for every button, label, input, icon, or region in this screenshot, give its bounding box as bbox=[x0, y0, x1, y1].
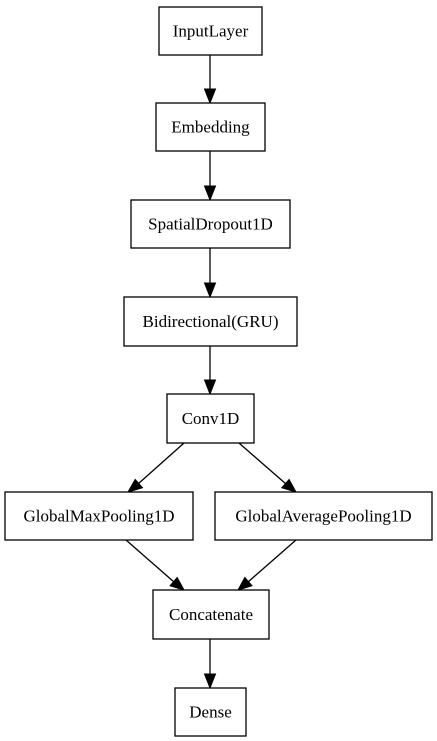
edge-conv1d-to-global-average-pooling bbox=[238, 442, 298, 493]
node-embedding-label: Embedding bbox=[171, 118, 250, 137]
node-conv1d: Conv1D bbox=[166, 393, 255, 444]
node-input-layer-label: InputLayer bbox=[173, 22, 249, 41]
node-global-average-pooling-label: GlobalAveragePooling1D bbox=[235, 507, 411, 526]
node-input-layer: InputLayer bbox=[158, 6, 263, 56]
edge-conv1d-to-global-max-pooling bbox=[126, 442, 185, 493]
node-embedding: Embedding bbox=[155, 102, 266, 152]
edge-spatial-dropout-to-bidirectional-gru bbox=[203, 248, 217, 299]
node-concatenate-label: Concatenate bbox=[169, 605, 253, 624]
node-bidirectional-gru-label: Bidirectional(GRU) bbox=[143, 312, 279, 331]
edge-global-average-pooling-to-concatenate bbox=[236, 539, 297, 591]
node-conv1d-label: Conv1D bbox=[182, 409, 240, 428]
edge-input-layer-to-embedding bbox=[203, 55, 217, 105]
edge-bidirectional-gru-to-conv1d bbox=[203, 346, 217, 396]
node-concatenate: Concatenate bbox=[152, 589, 270, 640]
node-global-average-pooling: GlobalAveragePooling1D bbox=[214, 491, 433, 541]
edge-global-max-pooling-to-concatenate bbox=[125, 539, 186, 591]
edge-concatenate-to-dense bbox=[203, 639, 217, 690]
edge-embedding-to-spatial-dropout bbox=[203, 151, 217, 202]
node-global-max-pooling-label: GlobalMaxPooling1D bbox=[23, 507, 174, 526]
node-dense: Dense bbox=[174, 687, 247, 737]
node-spatial-dropout: SpatialDropout1D bbox=[130, 199, 291, 249]
node-bidirectional-gru: Bidirectional(GRU) bbox=[123, 296, 298, 347]
node-global-max-pooling: GlobalMaxPooling1D bbox=[4, 491, 194, 541]
node-spatial-dropout-label: SpatialDropout1D bbox=[148, 215, 273, 234]
node-dense-label: Dense bbox=[189, 703, 231, 722]
